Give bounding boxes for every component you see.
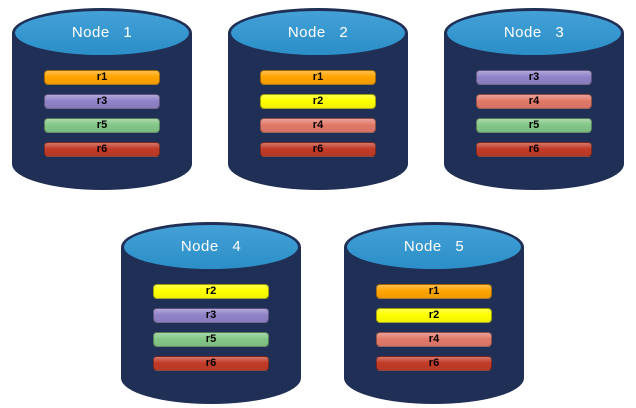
replica-list: r1 r2 r4 r6 bbox=[228, 70, 408, 157]
replica-label: r4 bbox=[312, 119, 324, 131]
replica-list: r3 r4 r5 r6 bbox=[444, 70, 624, 157]
cylinder-top: Node 5 bbox=[344, 222, 524, 272]
replica-bar-r1: r1 bbox=[44, 70, 160, 85]
database-node-node-5: Node 5 r1 r2 r4 r6 bbox=[344, 222, 524, 404]
replica-bar-r1: r1 bbox=[260, 70, 376, 85]
replica-label: r6 bbox=[96, 143, 108, 155]
cylinder-top: Node 4 bbox=[121, 222, 301, 272]
replica-bar-r1: r1 bbox=[376, 284, 492, 299]
replica-bar-r6: r6 bbox=[376, 356, 492, 371]
replica-bar-r6: r6 bbox=[260, 142, 376, 157]
replica-bar-r4: r4 bbox=[376, 332, 492, 347]
replica-label: r5 bbox=[205, 333, 217, 345]
replica-bar-r4: r4 bbox=[476, 94, 592, 109]
replica-list: r2 r3 r5 r6 bbox=[121, 284, 301, 371]
replica-list: r1 r2 r4 r6 bbox=[344, 284, 524, 371]
replica-label: r1 bbox=[96, 71, 108, 83]
replica-label: r2 bbox=[205, 285, 217, 297]
cylinder-body bbox=[228, 33, 408, 190]
replica-bar-r2: r2 bbox=[153, 284, 269, 299]
replica-label: r4 bbox=[428, 333, 440, 345]
replica-list: r1 r3 r5 r6 bbox=[12, 70, 192, 157]
replica-label: r3 bbox=[205, 309, 217, 321]
cylinder-body bbox=[12, 33, 192, 190]
node-label: Node 4 bbox=[180, 237, 242, 255]
replica-bar-r4: r4 bbox=[260, 118, 376, 133]
node-label: Node 1 bbox=[71, 23, 133, 41]
replica-label: r3 bbox=[528, 71, 540, 83]
node-label: Node 5 bbox=[403, 237, 465, 255]
database-node-node-4: Node 4 r2 r3 r5 r6 bbox=[121, 222, 301, 404]
replica-label: r5 bbox=[528, 119, 540, 131]
replica-label: r6 bbox=[205, 357, 217, 369]
replica-bar-r5: r5 bbox=[153, 332, 269, 347]
replica-bar-r6: r6 bbox=[153, 356, 269, 371]
replica-bar-r5: r5 bbox=[476, 118, 592, 133]
cylinder-body bbox=[121, 247, 301, 404]
replica-bar-r3: r3 bbox=[44, 94, 160, 109]
replica-label: r2 bbox=[428, 309, 440, 321]
cylinder-top: Node 1 bbox=[12, 8, 192, 58]
replica-label: r2 bbox=[312, 95, 324, 107]
replica-label: r4 bbox=[528, 95, 540, 107]
database-node-node-2: Node 2 r1 r2 r4 r6 bbox=[228, 8, 408, 190]
cylinder-body bbox=[444, 33, 624, 190]
replica-bar-r3: r3 bbox=[153, 308, 269, 323]
replica-bar-r6: r6 bbox=[44, 142, 160, 157]
replica-bar-r3: r3 bbox=[476, 70, 592, 85]
cylinder-body bbox=[344, 247, 524, 404]
replica-label: r1 bbox=[312, 71, 324, 83]
replica-label: r6 bbox=[312, 143, 324, 155]
cylinder-top: Node 3 bbox=[444, 8, 624, 58]
cylinder-top: Node 2 bbox=[228, 8, 408, 58]
replica-bar-r5: r5 bbox=[44, 118, 160, 133]
database-node-node-3: Node 3 r3 r4 r5 r6 bbox=[444, 8, 624, 190]
replica-label: r6 bbox=[528, 143, 540, 155]
node-label: Node 2 bbox=[287, 23, 349, 41]
replica-label: r6 bbox=[428, 357, 440, 369]
node-label: Node 3 bbox=[503, 23, 565, 41]
replica-label: r1 bbox=[428, 285, 440, 297]
replica-label: r3 bbox=[96, 95, 108, 107]
replica-bar-r2: r2 bbox=[376, 308, 492, 323]
replica-label: r5 bbox=[96, 119, 108, 131]
replica-bar-r2: r2 bbox=[260, 94, 376, 109]
replica-bar-r6: r6 bbox=[476, 142, 592, 157]
database-node-node-1: Node 1 r1 r3 r5 r6 bbox=[12, 8, 192, 190]
